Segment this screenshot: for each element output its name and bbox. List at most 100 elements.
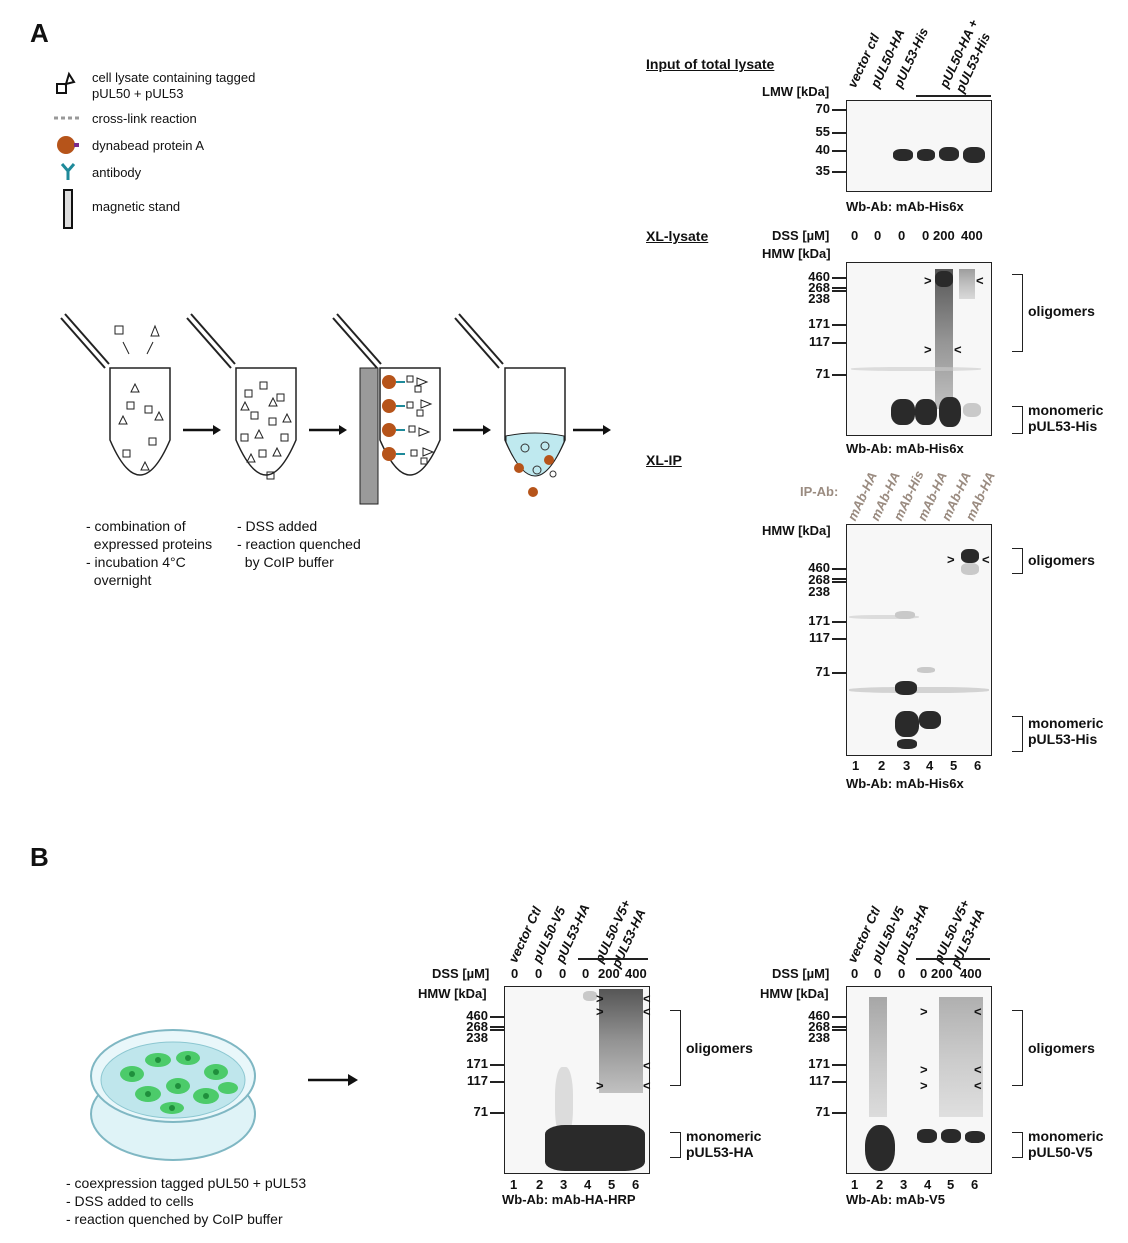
panel-b-note-3: - reaction quenched by CoIP buffer: [66, 1211, 283, 1227]
blot4-num-4: 4: [584, 1177, 592, 1192]
blot2-mw-171: 171: [808, 316, 830, 331]
blot5-mw-117: 117: [809, 1073, 830, 1088]
blot5-mono-bracket: [1012, 1132, 1023, 1158]
legend-magnetic-stand: magnetic stand: [92, 199, 181, 214]
blot5-dss-5: 200: [931, 966, 953, 981]
blot1-axis-label: LMW [kDa]: [762, 84, 830, 99]
blot2-band-3: [891, 399, 915, 425]
blot3-band-4: [919, 711, 941, 729]
blot1-band-5: [939, 147, 959, 161]
step-1-line-2: expressed proteins: [86, 536, 213, 552]
blot3-mw-460: 460: [808, 560, 830, 575]
blot5-mono-label-2: pUL50-V5: [1028, 1144, 1093, 1160]
blot1-band-3: [893, 149, 913, 161]
petri-dish-illustration: [90, 1029, 256, 1161]
blot2-mw-238: 238: [808, 291, 830, 306]
blot2-mono-bracket: [1012, 406, 1023, 434]
blot1-mw-35: 35: [815, 163, 830, 178]
blot4-dss-2: 0: [535, 966, 543, 981]
blot3-lane-num-3: 3: [903, 758, 911, 773]
blot3-bg-row: [849, 687, 989, 693]
arrow-right-icon: [308, 1074, 358, 1086]
tube-4: [454, 313, 566, 497]
blot4-dss-1: 0: [511, 966, 519, 981]
blot5-oligomers-label: oligomers: [1028, 1040, 1095, 1056]
blot5-band-4: [917, 1129, 937, 1143]
blot4-num-2: 2: [536, 1177, 544, 1192]
dynabead-icon: [57, 136, 79, 154]
blot2-dss-5: 200: [933, 228, 955, 243]
blot4-smear-56: [599, 989, 643, 1093]
blot3-oligomer-6: [961, 549, 979, 563]
blot3-mono-bracket: [1012, 716, 1023, 752]
blot5-dss-4: 0: [920, 966, 928, 981]
blot2-dss-3: 0: [898, 228, 906, 243]
blot2-smear-5: [935, 269, 953, 409]
blot3-band-3a: [895, 681, 917, 695]
step-2-line-2: - reaction quenched: [237, 536, 361, 552]
blot4-dss-4: 0: [582, 966, 590, 981]
blot1-membrane: [846, 100, 992, 192]
blot2-bg-band: [851, 367, 981, 371]
blot4-mw-238: 238: [466, 1030, 488, 1045]
blot2-section-title: XL-lysate: [646, 228, 709, 244]
blot2-mw-71: 71: [815, 366, 830, 381]
blot5-wb-label: Wb-Ab: mAb-V5: [846, 1192, 945, 1207]
blot5-membrane: [846, 986, 992, 1174]
workflow-diagram: [60, 313, 611, 505]
blot3-membrane: [846, 524, 992, 756]
lysate-icon: [56, 71, 76, 94]
blot3-oligomer-bracket: [1012, 548, 1023, 574]
blot5-dss-3: 0: [898, 966, 906, 981]
blot2-oligomer-bracket: [1012, 274, 1023, 352]
blot5-axis-label: HMW [kDa]: [760, 986, 829, 1001]
blot2-oligomers-label: oligomers: [1028, 303, 1095, 319]
blot2-smear-6: [959, 269, 975, 299]
blot4-num-6: 6: [632, 1177, 640, 1192]
step-2-line-1: - DSS added: [237, 518, 318, 534]
blot3-lane-num-1: 1: [852, 758, 860, 773]
blot3-mono-label-2: pUL53-His: [1028, 731, 1098, 747]
blot2-mono-label-2: pUL53-His: [1028, 418, 1098, 434]
blot3-bg-171: [849, 615, 919, 619]
blot3-wb-label: Wb-Ab: mAb-His6x: [846, 776, 964, 791]
blot5-mw-171: 171: [808, 1056, 830, 1071]
blot3-band-3c: [897, 739, 917, 749]
blot5-oligomer-bracket: [1012, 1010, 1023, 1086]
blot5-mw-238: 238: [808, 1030, 830, 1045]
blot2-dss-label: DSS [µM]: [772, 228, 830, 243]
blot4-dss-5: 200: [598, 966, 620, 981]
blot3-ip-label: IP-Ab:: [800, 484, 839, 499]
blot4-wb-label: Wb-Ab: mAb-HA-HRP: [502, 1192, 636, 1207]
blot5-band-2: [865, 1125, 895, 1171]
blot4-dss-6: 400: [625, 966, 647, 981]
blot4-axis-label: HMW [kDa]: [418, 986, 487, 1001]
blot4-num-3: 3: [560, 1177, 568, 1192]
blot5-dss-1: 0: [851, 966, 859, 981]
step-1-line-3: - incubation 4°C: [86, 554, 186, 570]
blot3-mono-label-1: monomeric: [1028, 715, 1104, 731]
blot3-axis-label: HMW [kDa]: [762, 523, 831, 538]
blot3-mw-117: 117: [809, 630, 830, 645]
blot2-mw-117: 117: [809, 334, 830, 349]
blot5-num-2: 2: [876, 1177, 884, 1192]
blot5-mw-71: 71: [815, 1104, 830, 1119]
tube-1: [60, 313, 171, 476]
blot2-mw-268: 268: [808, 280, 830, 295]
blot4-mw-71: 71: [473, 1104, 488, 1119]
blot4-mono-label-1: monomeric: [686, 1128, 762, 1144]
blot5-dss-6: 400: [960, 966, 982, 981]
blot1-band-4: [917, 149, 935, 161]
blot2-membrane: [846, 262, 992, 436]
blot5-mw-268: 268: [808, 1019, 830, 1034]
blot3-mw-238: 238: [808, 584, 830, 599]
blot1-band-6: [963, 147, 985, 163]
blot1-combo-line: [916, 95, 991, 97]
blot4-oligomers-label: oligomers: [686, 1040, 753, 1056]
blot4-oligomer-bracket: [670, 1010, 681, 1086]
blot2-dss-6: 400: [961, 228, 983, 243]
blot1-section-title: Input of total lysate: [646, 56, 775, 72]
blot2-band-4: [915, 399, 937, 425]
blot2-dss-4: 0: [922, 228, 930, 243]
blot4-dss-label: DSS [µM]: [432, 966, 490, 981]
